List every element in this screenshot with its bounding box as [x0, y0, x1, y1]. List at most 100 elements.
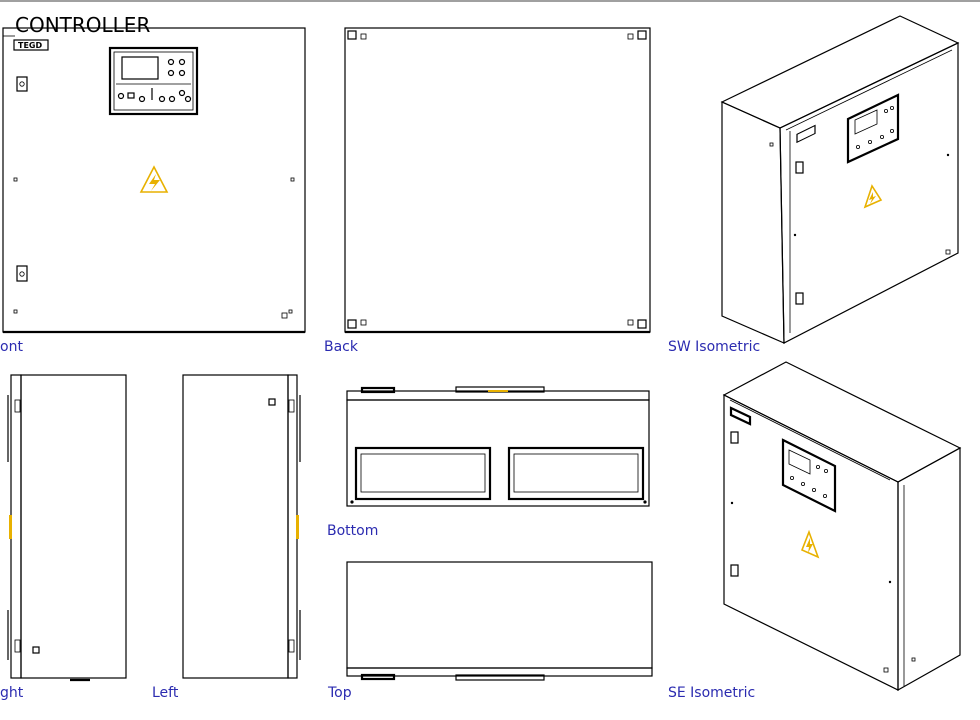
controller-display — [121, 56, 159, 80]
left-door-thickness — [287, 374, 298, 679]
bottom-body-outline — [346, 399, 650, 507]
front-screw — [13, 309, 18, 314]
door-lock-icon-key — [19, 271, 25, 277]
controller-button — [167, 69, 175, 77]
door-lock-icon — [795, 292, 804, 305]
controller-bezel — [113, 51, 194, 111]
controller-button — [184, 95, 192, 103]
view-label-back: Back — [324, 339, 359, 355]
controller-button — [158, 95, 166, 103]
controller-button — [178, 69, 186, 77]
right-view: ght — [0, 374, 127, 701]
bottom-cable-entry-right — [507, 446, 645, 501]
sw-iso-side-face — [721, 101, 785, 344]
bottom-cable-entry-left-inner — [360, 453, 486, 493]
right-cable-gland — [32, 646, 40, 654]
bottom-screw — [350, 500, 354, 504]
bottom-cable-entry-left — [354, 446, 492, 501]
se-iso-screw — [730, 501, 734, 505]
front-screw — [288, 309, 293, 314]
right-warning-edge — [9, 515, 12, 539]
right-door-thickness — [10, 374, 22, 679]
se-iso-screw — [883, 667, 889, 673]
back-mount-hole — [360, 33, 367, 40]
sw-iso-controller — [846, 93, 900, 164]
right-hinge-block — [14, 399, 21, 413]
door-lock-icon — [795, 161, 804, 174]
sw-iso-screw — [769, 142, 774, 147]
se-iso-button — [812, 487, 817, 492]
sw-iso-display — [854, 109, 878, 135]
se-iso-screw — [911, 657, 916, 662]
view-label-front: ont — [0, 339, 23, 355]
back-mount-hole — [347, 319, 357, 329]
top-latch-tab — [455, 674, 545, 681]
sw-iso-screw — [946, 153, 950, 157]
back-mount-hole — [627, 319, 634, 326]
right-body-outline — [20, 374, 127, 679]
left-cable-gland — [268, 398, 276, 406]
sw-iso-button — [884, 109, 889, 114]
controller-button — [127, 92, 135, 99]
view-label-left: Left — [152, 685, 179, 701]
sw-iso-button — [880, 134, 885, 139]
sw-iso-button — [890, 128, 895, 133]
left-warning-edge — [296, 515, 299, 539]
controller-button — [167, 58, 175, 66]
se-iso-display — [788, 449, 811, 475]
view-label-se-isometric: SE Isometric — [668, 685, 755, 701]
left-hinge-block — [288, 399, 295, 413]
bottom-cable-entry-right-inner — [513, 453, 639, 493]
sw-isometric-view: SW Isometric — [668, 15, 960, 355]
se-iso-button — [824, 468, 829, 473]
back-mount-hole — [347, 30, 357, 40]
back-view: Back — [324, 27, 651, 355]
front-screw — [281, 312, 288, 319]
top-hinge-tab — [360, 673, 396, 681]
high-voltage-warning-icon — [139, 165, 169, 193]
door-lock-icon — [16, 265, 28, 282]
bottom-hinge-tab — [360, 386, 396, 394]
door-lock-icon — [730, 431, 739, 444]
back-mount-hole — [360, 319, 367, 326]
se-iso-door-edge — [729, 399, 891, 481]
controller-button — [178, 58, 186, 66]
left-view: Left — [152, 374, 301, 701]
bottom-view: Bottom — [327, 386, 650, 539]
top-body-outline — [346, 561, 653, 669]
sw-iso-front-face — [779, 42, 959, 344]
sw-iso-button — [868, 139, 873, 144]
controller-button — [117, 92, 125, 100]
front-logo-text: TEGD — [18, 41, 42, 50]
sw-iso-screw — [945, 249, 951, 255]
se-iso-controller — [781, 438, 837, 513]
left-hinge-block — [288, 639, 295, 653]
bottom-warning-edge — [488, 390, 508, 392]
sw-iso-screw — [793, 233, 797, 237]
sw-iso-button — [856, 144, 861, 149]
se-iso-button — [790, 475, 795, 480]
bottom-screw — [643, 500, 647, 504]
front-screw — [290, 177, 295, 182]
sw-iso-door-edge — [785, 49, 953, 131]
high-voltage-warning-icon — [800, 529, 820, 559]
view-label-top: Top — [327, 685, 352, 701]
se-isometric-view: SE Isometric — [668, 361, 962, 701]
sw-iso-top-face — [720, 15, 960, 129]
back-mount-hole — [637, 319, 647, 329]
door-lock-icon-key — [19, 81, 25, 87]
sw-iso-button — [890, 106, 895, 111]
front-view: TEGD ont — [0, 27, 306, 355]
high-voltage-warning-icon — [863, 184, 883, 209]
back-mount-hole — [627, 33, 634, 40]
right-hinge-block — [14, 639, 21, 653]
top-bottom-strip — [346, 667, 653, 677]
view-label-sw-isometric: SW Isometric — [668, 339, 760, 355]
front-screw — [13, 177, 18, 182]
se-iso-logo — [729, 406, 752, 426]
se-iso-top-face — [722, 361, 962, 483]
controller-button — [138, 95, 146, 103]
left-body-outline — [182, 374, 289, 679]
se-iso-front-face — [723, 394, 899, 691]
